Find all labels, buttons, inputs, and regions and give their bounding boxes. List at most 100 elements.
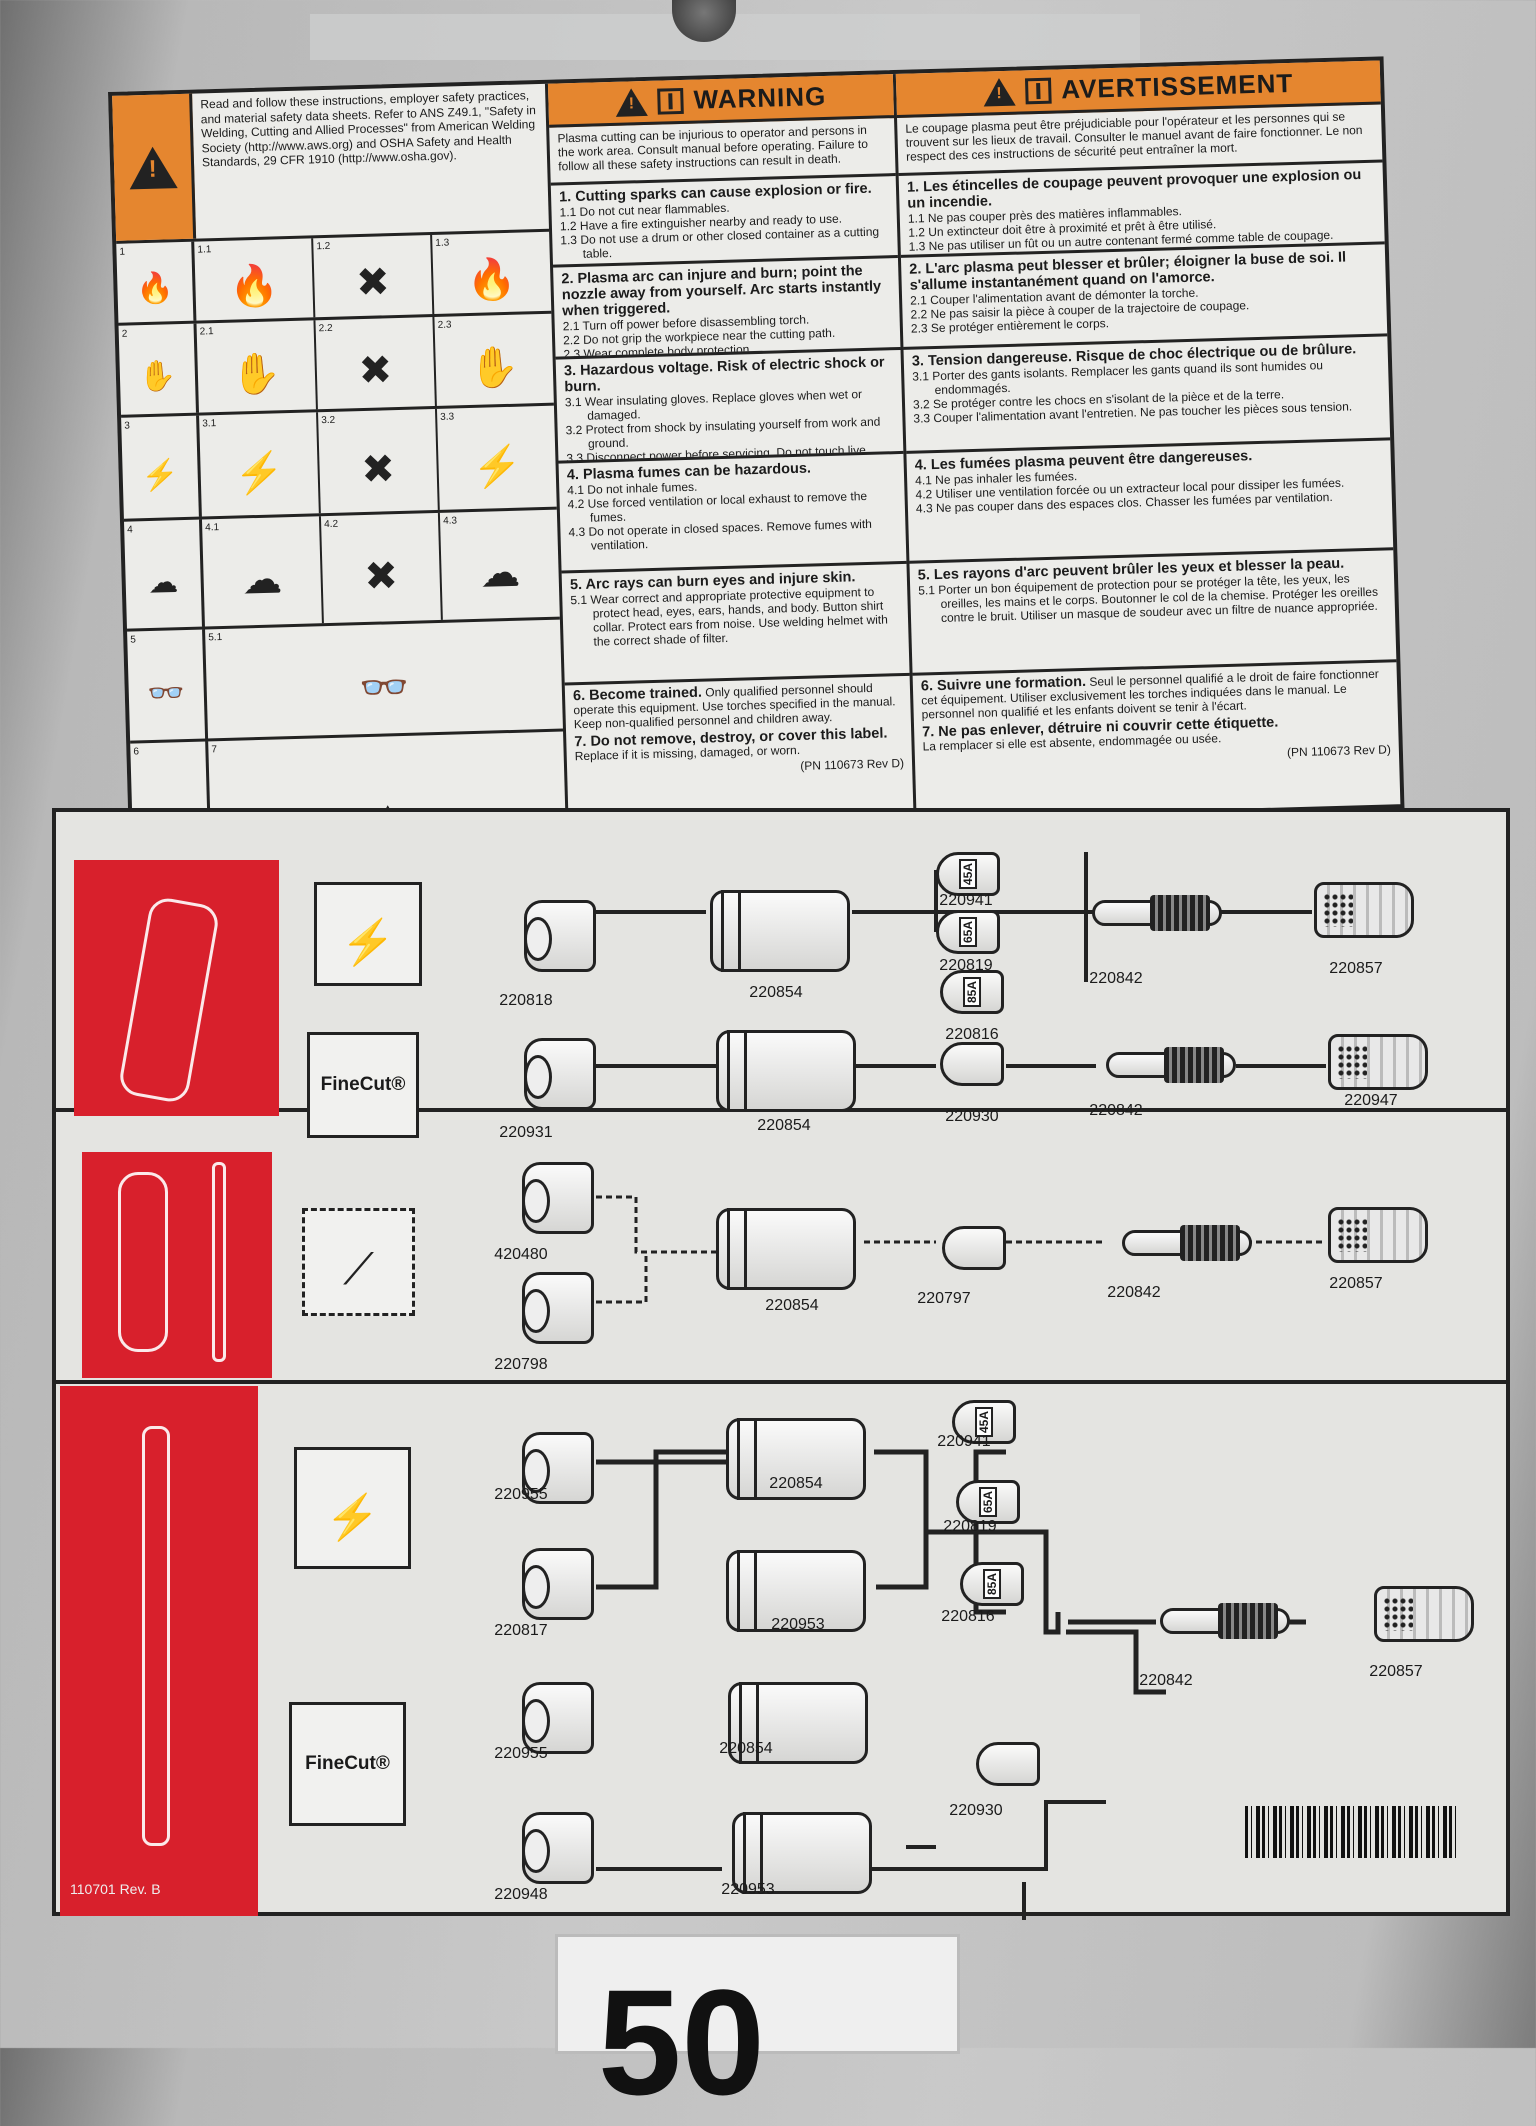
hazard-pictogram-icon: 👓: [358, 665, 410, 711]
retaining-cap-part: [732, 1812, 872, 1894]
swirl-ring-part: [1374, 1586, 1474, 1642]
electrode-part: [1092, 895, 1222, 931]
french-warning-column: AVERTISSEMENT Le coupage plasma peut êtr…: [895, 60, 1401, 817]
pictogram-row: 3⚡3.1⚡3.2✖3.3⚡: [121, 405, 557, 522]
part-number: 220930: [945, 1108, 999, 1125]
electrode-part: [1122, 1225, 1252, 1261]
machine-torch-panel: 110701 Rev. B: [60, 1386, 258, 1916]
nozzle-part: [940, 1042, 1004, 1086]
avertissement-title: AVERTISSEMENT: [1060, 67, 1294, 105]
part-number: 220931: [499, 1124, 553, 1141]
warning-title: WARNING: [693, 80, 827, 115]
pictogram: 1.2✖: [313, 235, 435, 318]
part-number: 220857: [1329, 960, 1383, 977]
model-number: 50: [598, 1958, 765, 2126]
pictogram: 4.2✖: [320, 512, 443, 624]
hazard-pictogram-icon: ✖: [358, 347, 393, 393]
connection-lines: [596, 852, 1326, 1920]
consumables-chart: 110701 Rev. B ⚡ FineCut® ⟋ ⚡ FineCut® 22…: [52, 808, 1510, 1920]
pictogram-number: 2✋: [118, 323, 199, 415]
part-number: 220953: [721, 1881, 775, 1898]
pictogram-row: 4☁4.1☁4.2✖4.3☁: [124, 509, 560, 632]
hazard-icon: ⚡: [141, 458, 180, 493]
warning-symbol-box: [112, 93, 197, 241]
nozzle-part: 45A: [952, 1400, 1016, 1444]
pictogram-column: Read and follow these instructions, empl…: [112, 83, 569, 890]
warning-section-2: 2. Plasma arc can injure and burn; point…: [553, 258, 901, 360]
hazard-pictogram-icon: ☁: [241, 557, 283, 603]
part-number: 220854: [749, 984, 803, 1001]
nozzle-part: 85A: [940, 970, 1004, 1014]
amperage-label: 45A: [958, 858, 977, 890]
pictogram-number: 3⚡: [121, 415, 202, 519]
finecut-label: FineCut®: [320, 1074, 406, 1095]
warning-section-5: 5. Arc rays can burn eyes and injure ski…: [561, 563, 910, 686]
shield-part: [522, 1272, 594, 1344]
amperage-label: 65A: [978, 1486, 997, 1518]
part-number: 220854: [769, 1475, 823, 1492]
part-number: 220941: [937, 1433, 991, 1450]
swirl-ring-part: [1328, 1207, 1428, 1263]
hazard-pictogram-icon: 🔥: [466, 256, 518, 303]
english-intro: Plasma cutting can be injurious to opera…: [549, 118, 896, 186]
finecut-label: FineCut®: [305, 1753, 390, 1774]
warning-section-4: 4. Plasma fumes can be hazardous.4.1 Do …: [558, 453, 907, 574]
safety-label: Read and follow these instructions, empl…: [108, 56, 1405, 890]
part-number: 220816: [945, 1026, 999, 1043]
barcode: [1245, 1806, 1460, 1858]
pictogram-number: 5👓: [127, 629, 209, 741]
finecut-box: FineCut®: [289, 1702, 406, 1826]
retaining-cap-part: [726, 1418, 866, 1500]
pictogram: 3.3⚡: [440, 411, 523, 490]
retaining-cap-part: [726, 1550, 866, 1632]
part-number: 220842: [1107, 1284, 1161, 1301]
warning-triangle-icon: [615, 87, 649, 117]
hazard-pictogram-icon: ✋: [230, 351, 282, 397]
hazard-pictogram-icon: ✖: [363, 554, 399, 600]
pictogram-number: 4☁: [124, 519, 205, 629]
shield-part: [522, 1432, 594, 1504]
warning-section-1: 1. Les étincelles de coupage peuvent pro…: [898, 162, 1385, 258]
part-number: 220842: [1139, 1672, 1193, 1689]
pictogram: 3.1⚡: [199, 412, 321, 517]
hand-torch-panel: [74, 860, 279, 1116]
warning-section-4: 4. Les fumées plasma peuvent être danger…: [906, 440, 1394, 564]
amperage-label: 85A: [962, 976, 981, 1008]
pictogram-number: 1🔥: [116, 241, 197, 323]
machine-torch-icon: [142, 1426, 170, 1846]
hand-torch-icon: [118, 1172, 168, 1352]
warning-section-3: 3. Tension dangereuse. Risque de choc él…: [903, 336, 1391, 454]
part-number: 420480: [494, 1246, 548, 1263]
swirl-ring-part: [1314, 882, 1414, 938]
drag-cut-icon: ⚡: [314, 882, 422, 986]
hazard-pictogram-icon: 🔥: [228, 263, 280, 309]
nozzle-part: [976, 1742, 1040, 1786]
part-number: 220819: [939, 957, 993, 974]
part-number: 220947: [1344, 1092, 1398, 1109]
retaining-cap-part: [716, 1030, 856, 1112]
nozzle-part: 45A: [936, 852, 1000, 896]
warning-triangle-icon: [982, 77, 1016, 107]
warning-section-2: 2. L'arc plasma peut blesser et brûler; …: [900, 244, 1388, 350]
hazard-icon: 🔥: [135, 271, 175, 306]
hazard-pictogram-icon: ✖: [360, 446, 396, 492]
pictogram: 4.1☁: [201, 516, 324, 627]
extended-torch-panel: [82, 1152, 272, 1378]
warning-section-5: 5. Les rayons d'arc peuvent brûler les y…: [909, 550, 1397, 676]
part-number: 220955: [494, 1745, 548, 1762]
pictogram-row: 1🔥1.1🔥1.2✖1.3🔥: [116, 231, 552, 326]
part-number: 220854: [757, 1117, 811, 1134]
electrode-part: [1106, 1047, 1236, 1083]
hazard-pictogram-icon: ⚡: [471, 443, 523, 490]
hazard-icon: 👓: [147, 676, 186, 711]
read-instructions-text: Read and follow these instructions, empl…: [200, 88, 536, 170]
part-number: 220797: [917, 1290, 971, 1307]
finecut-box: FineCut®: [307, 1032, 419, 1138]
shield-part: [522, 1812, 594, 1884]
retaining-cap-part: [710, 890, 850, 972]
part-number: 220857: [1369, 1663, 1423, 1680]
pictogram: 2.1✋: [196, 320, 318, 413]
part-number: 220798: [494, 1356, 548, 1373]
shield-part: [524, 1038, 596, 1110]
warning-triangle-icon: [128, 145, 178, 189]
